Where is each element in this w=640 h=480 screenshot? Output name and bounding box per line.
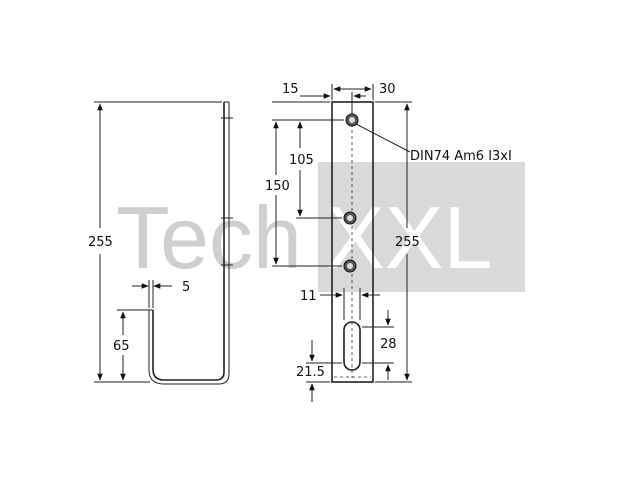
dist-105-label: 105: [289, 153, 314, 168]
screw-hole-bottom: [343, 259, 357, 273]
adjustment-slot: [343, 321, 361, 371]
side-height-label: 255: [88, 235, 113, 250]
front-width-label: 30: [379, 82, 396, 97]
dist-150-label: 150: [265, 179, 290, 194]
front-height-label: 255: [395, 235, 420, 250]
screw-hole-middle: [343, 211, 357, 225]
slot-width-label: 11: [300, 289, 317, 304]
watermark: Tech XXL: [116, 162, 525, 292]
hook-profile-inner: [148, 102, 230, 385]
screw-leader: [355, 123, 411, 153]
hole-offset-label: 15: [282, 82, 299, 97]
screw-spec-label: DIN74 Am6 I3xI: [410, 149, 512, 164]
side-thickness-label: 5: [182, 280, 190, 295]
slot-length-label: 28: [380, 337, 397, 352]
front-view: 30 15 105 150 255 DIN74 Am6 I3xI 11: [265, 82, 512, 402]
screw-hole-top: [345, 113, 359, 127]
side-hook-height-label: 65: [113, 339, 130, 354]
slot-bottom-label: 21.5: [296, 365, 325, 380]
watermark-left-text: Tech: [116, 188, 302, 287]
side-view: 255 65 5: [88, 101, 233, 385]
hook-profile: [152, 102, 225, 381]
